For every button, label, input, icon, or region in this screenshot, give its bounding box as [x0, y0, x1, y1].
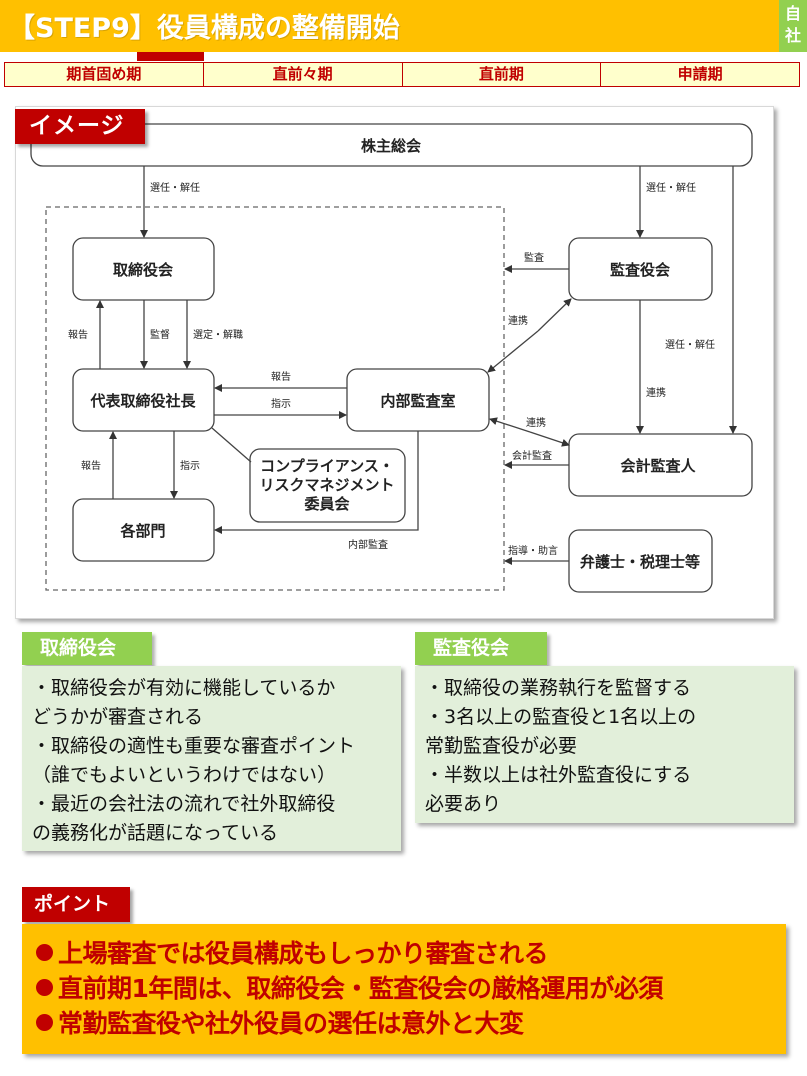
bullet-icon	[36, 944, 53, 961]
edge-auditors-audit-coop-b	[537, 298, 572, 332]
node-internal-audit: 内部監査室	[380, 392, 455, 410]
board-note-line: （誰でもよいというわけではない）	[32, 764, 337, 786]
edge-president-compliance	[211, 427, 252, 463]
node-compliance-line-1: コンプライアンス・	[260, 457, 394, 475]
board-note-line: ・取締役会が有効に機能しているか	[32, 677, 336, 699]
edge-label-coop-auditors: 連携	[646, 386, 666, 399]
auditors-note-line: ・取締役の業務執行を監督する	[425, 677, 692, 699]
node-compliance-box	[249, 448, 406, 523]
edge-label-coop-accounting: 連携	[526, 416, 546, 429]
edge-label-report-president: 報告	[271, 370, 291, 383]
point-item-text: 上場審査では役員構成もしっかり審査される	[58, 939, 549, 968]
auditors-note-line: ・半数以上は社外監査役にする	[425, 764, 692, 786]
point-section-box: 上場審査では役員構成もしっかり審査される 直前期1年間は、取締役会・監査役会の厳…	[22, 924, 786, 1054]
board-note-line: ・最近の会社法の流れで社外取締役	[32, 793, 336, 815]
edge-label-instruct-audit: 指示	[271, 397, 291, 410]
edge-label-report-dept: 報告	[81, 459, 101, 472]
edge-label-supervise: 監督	[150, 328, 170, 341]
auditors-note-line: ・3名以上の監査役と1名以上の	[425, 706, 697, 728]
current-phase-marker	[137, 52, 204, 61]
board-note-line: ・取締役の適性も重要な審査ポイント	[32, 735, 356, 757]
bullet-icon	[36, 979, 53, 996]
node-advisors: 弁護士・税理士等	[580, 553, 700, 571]
point-item-3: 常勤監査役や社外役員の選任は意外と大変	[36, 1006, 786, 1041]
page-title: 【STEP9】役員構成の整備開始	[8, 13, 400, 44]
badge-char-1: 自	[784, 4, 801, 23]
image-label: イメージ	[15, 109, 145, 144]
edge-label-guidance: 指導・助言	[508, 544, 558, 557]
point-item-text: 常勤監査役や社外役員の選任は意外と大変	[58, 1009, 524, 1038]
node-compliance-line-3: 委員会	[304, 495, 349, 513]
auditors-section-label: 監査役会	[415, 632, 547, 665]
node-president: 代表取締役社長	[89, 392, 196, 410]
phase-tabs: 期首固め期 直前々期 直前期 申請期	[4, 62, 800, 87]
header-bar	[0, 0, 779, 52]
node-auditors-board: 監査役会	[610, 261, 670, 279]
edge-audit-dept	[214, 431, 419, 534]
bullet-icon	[36, 1014, 53, 1031]
board-section-label: 取締役会	[22, 632, 152, 665]
edge-accounting-audit-coop-a	[489, 417, 531, 433]
point-section-label: ポイント	[22, 887, 130, 922]
badge-char-2: 社	[784, 26, 801, 45]
node-shareholders: 株主総会	[361, 137, 421, 155]
edge-label-audit: 監査	[524, 251, 544, 264]
node-accounting-auditor: 会計監査人	[620, 457, 696, 475]
edge-label-report-board: 報告	[68, 328, 88, 341]
edge-label-instruct-dept: 指示	[180, 459, 200, 472]
edge-label-elect-board: 選任・解任	[150, 181, 200, 194]
edge-label-elect-accounting: 選任・解任	[665, 338, 715, 351]
edge-accounting-audit-coop-b	[529, 431, 570, 447]
phase-tab-4[interactable]: 申請期	[677, 65, 723, 83]
edge-label-coop-internal: 連携	[508, 314, 528, 327]
node-president-box	[72, 368, 215, 432]
governance-diagram: 株主総会 取締役会 代表取締役社長 内部監査室 コンプライアンス・ リスクマネジ…	[30, 123, 753, 593]
board-note-line: の義務化が話題になっている	[32, 822, 279, 844]
edge-label-internal-audit: 内部監査	[348, 538, 388, 551]
board-note-line: どうかが審査される	[32, 706, 204, 728]
point-item-1: 上場審査では役員構成もしっかり審査される	[36, 936, 786, 971]
own-company-badge: 自 社	[779, 0, 807, 52]
node-departments: 各部門	[119, 522, 165, 540]
phase-tab-2[interactable]: 直前々期	[204, 63, 403, 86]
auditors-section-notes: ・取締役の業務執行を監督する ・3名以上の監査役と1名以上の 常勤監査役が必要 …	[415, 666, 794, 823]
edge-label-elect-auditors: 選任・解任	[646, 181, 696, 194]
edge-label-accounting-audit: 会計監査	[512, 449, 552, 462]
node-shareholders-box	[30, 123, 753, 167]
point-item-text: 直前期1年間は、取締役会・監査役会の厳格運用が必須	[58, 974, 663, 1003]
board-section-notes: ・取締役会が有効に機能しているか どうかが審査される ・取締役の適性も重要な審査…	[22, 666, 401, 851]
edge-label-appoint: 選定・解職	[193, 328, 243, 341]
auditors-note-line: 必要あり	[425, 793, 502, 815]
node-compliance-line-2: リスクマネジメント	[259, 476, 394, 494]
phase-tab-1[interactable]: 期首固め期	[5, 63, 204, 86]
node-board: 取締役会	[113, 261, 173, 279]
auditors-note-line: 常勤監査役が必要	[425, 735, 578, 757]
edge-auditors-audit-coop-a	[487, 330, 539, 373]
company-boundary	[45, 206, 505, 591]
point-item-2: 直前期1年間は、取締役会・監査役会の厳格運用が必須	[36, 971, 786, 1006]
phase-tab-3[interactable]: 直前期	[403, 63, 602, 86]
